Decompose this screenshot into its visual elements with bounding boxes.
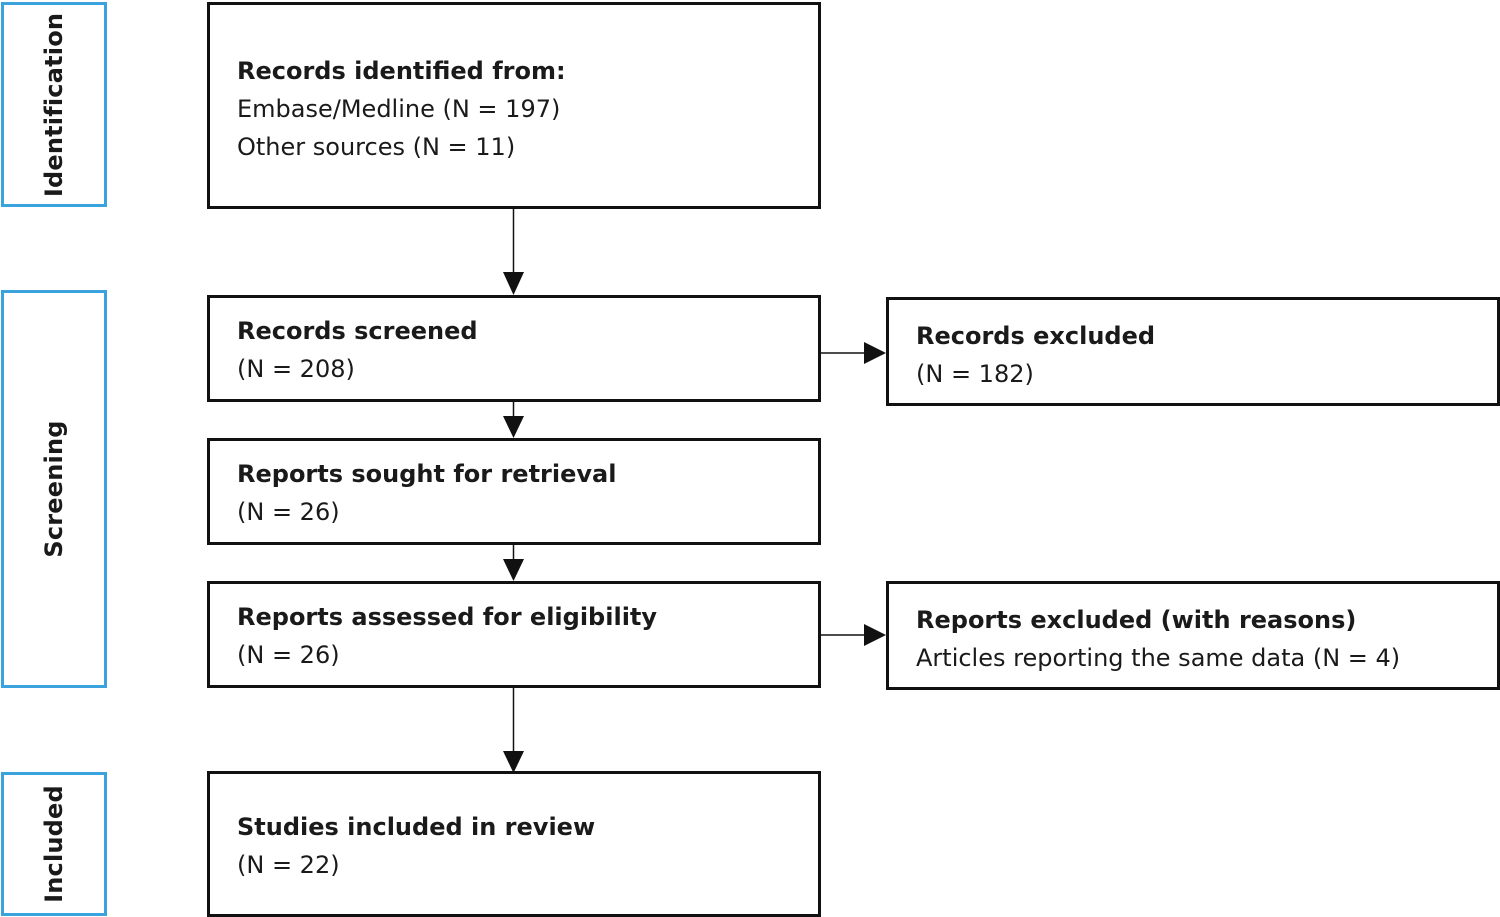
records-screened-count: (N = 208) bbox=[237, 355, 355, 383]
box-records-identified: Records identified from: Embase/Medline … bbox=[207, 2, 821, 209]
records-identified-heading: Records identified from: bbox=[237, 57, 566, 85]
records-identified-source-other: Other sources (N = 11) bbox=[237, 133, 516, 161]
box-studies-included: Studies included in review (N = 22) bbox=[207, 771, 821, 917]
studies-included-count: (N = 22) bbox=[237, 851, 340, 879]
records-identified-source-embase: Embase/Medline (N = 197) bbox=[237, 95, 561, 123]
reports-sought-heading: Reports sought for retrieval bbox=[237, 460, 617, 488]
phase-screening: Screening bbox=[1, 290, 107, 688]
box-reports-excluded: Reports excluded (with reasons) Articles… bbox=[886, 581, 1500, 690]
reports-assessed-heading: Reports assessed for eligibility bbox=[237, 603, 658, 631]
arrow-sought-to-assessed bbox=[503, 544, 524, 581]
box-reports-assessed: Reports assessed for eligibility (N = 26… bbox=[207, 581, 821, 688]
studies-included-heading: Studies included in review bbox=[237, 813, 596, 841]
reports-sought-count: (N = 26) bbox=[237, 498, 340, 526]
phase-included: Included bbox=[1, 772, 107, 916]
phase-identification: Identification bbox=[1, 2, 107, 207]
arrow-screened-to-excluded bbox=[820, 342, 886, 364]
records-excluded-heading: Records excluded bbox=[916, 322, 1156, 350]
arrow-screened-to-sought bbox=[503, 401, 524, 438]
box-records-excluded: Records excluded (N = 182) bbox=[886, 297, 1500, 406]
box-reports-sought: Reports sought for retrieval (N = 26) bbox=[207, 438, 821, 545]
records-excluded-count: (N = 182) bbox=[916, 360, 1034, 388]
arrow-assessed-to-reports-excluded bbox=[820, 624, 886, 646]
arrow-identified-to-screened bbox=[503, 208, 524, 295]
arrow-assessed-to-included bbox=[503, 688, 524, 773]
reports-assessed-count: (N = 26) bbox=[237, 641, 340, 669]
records-screened-heading: Records screened bbox=[237, 317, 478, 345]
reports-excluded-reason: Articles reporting the same data (N = 4) bbox=[916, 644, 1401, 672]
reports-excluded-heading: Reports excluded (with reasons) bbox=[916, 606, 1357, 634]
box-records-screened: Records screened (N = 208) bbox=[207, 295, 821, 402]
